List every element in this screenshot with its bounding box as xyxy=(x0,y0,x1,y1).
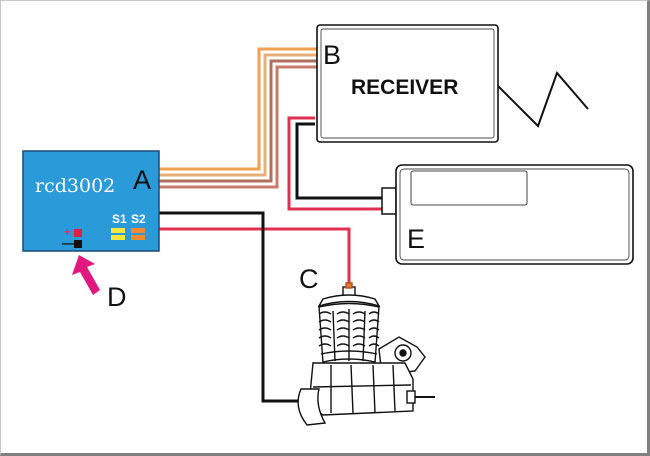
rcd3002-unit: rcd3002 A S1 S2 + — xyxy=(22,150,160,252)
receiver-inner-outline xyxy=(320,28,495,139)
arrow-d: D xyxy=(72,255,127,312)
switch-s2-bottom xyxy=(131,235,145,240)
battery-pack: E xyxy=(381,164,634,265)
receiver-title: RECEIVER xyxy=(351,76,458,99)
battery-plug xyxy=(381,187,397,215)
label-e: E xyxy=(407,224,425,254)
battery-leads xyxy=(287,116,383,211)
label-c: C xyxy=(299,264,319,294)
antenna-icon xyxy=(497,71,589,128)
switch-s1-bottom xyxy=(111,235,125,240)
engine-backplate-icon xyxy=(297,388,327,426)
switch-s1-top xyxy=(111,228,125,233)
wire-battery-red xyxy=(287,116,383,211)
cooling-fins xyxy=(318,302,380,364)
crankcase-icon xyxy=(308,362,414,416)
cylinder-head-icon xyxy=(317,294,381,308)
switch-label-s1: S1 xyxy=(112,212,127,226)
wire-battery-black xyxy=(295,122,383,200)
switch-label-s2: S2 xyxy=(131,212,146,226)
glow-engine: C xyxy=(297,264,435,426)
label-b: B xyxy=(323,40,341,70)
receiver: B RECEIVER xyxy=(316,24,589,143)
wire-pink xyxy=(159,65,317,189)
power-terminal-red xyxy=(74,229,82,237)
battery-inner-outline xyxy=(399,168,630,261)
wire-tan xyxy=(159,53,317,177)
plus-sign: + xyxy=(64,225,71,239)
servo-leads xyxy=(159,47,317,189)
glow-leads xyxy=(159,211,351,403)
wire-glow-red xyxy=(159,227,351,287)
label-a: A xyxy=(133,165,151,195)
power-terminal-black xyxy=(74,240,82,248)
switch-s2-top xyxy=(131,228,145,233)
minus-sign: — xyxy=(62,236,74,250)
battery-label-panel xyxy=(410,170,528,206)
wire-orange xyxy=(159,47,317,171)
wire-glow-black xyxy=(159,211,305,403)
receiver-body xyxy=(316,24,499,143)
wire-brown xyxy=(159,59,317,183)
device-model-label: rcd3002 xyxy=(35,175,115,197)
rcd3002-body xyxy=(22,150,160,252)
arrow-icon xyxy=(72,255,100,295)
label-d: D xyxy=(107,282,127,312)
